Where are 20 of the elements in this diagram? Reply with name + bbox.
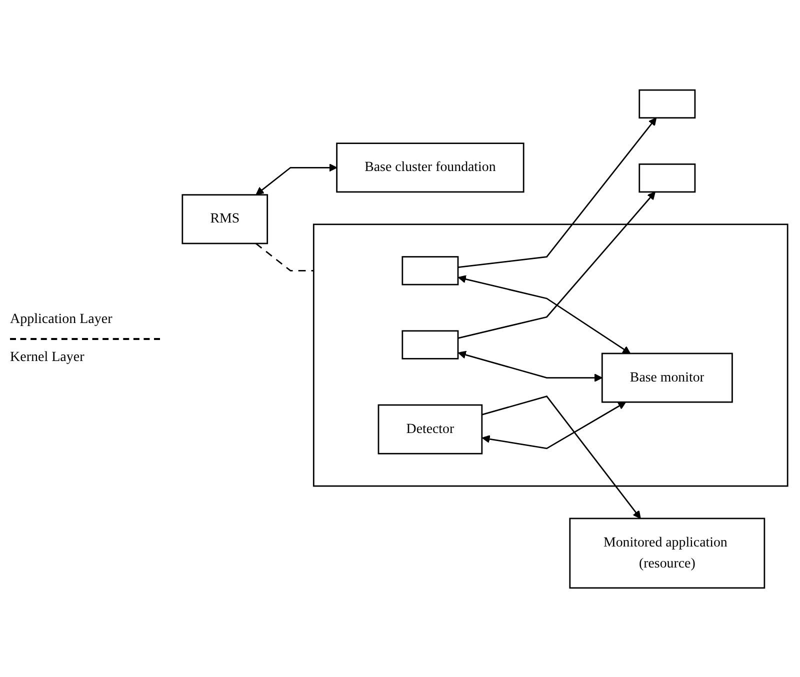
connector <box>255 242 314 271</box>
layer-label: Application Layer <box>10 312 114 328</box>
arrow <box>458 274 631 354</box>
node-box: Base monitor <box>601 352 733 402</box>
node-box <box>638 162 696 192</box>
node-box: Detector <box>378 404 483 454</box>
arrow <box>482 401 626 449</box>
node-box: Base cluster foundation <box>336 142 524 192</box>
arrow <box>458 191 656 338</box>
arrow <box>482 395 641 518</box>
cluster <box>312 223 788 486</box>
node-box: Monitored application (resource) <box>569 517 766 588</box>
layer-label: Kernel Layer <box>10 350 86 366</box>
arrow <box>458 116 657 268</box>
node-box: RMS <box>182 194 268 244</box>
node-box <box>402 330 459 359</box>
arrow <box>256 163 338 194</box>
arrow <box>458 350 602 382</box>
node-box <box>638 88 696 118</box>
node-box <box>402 256 459 285</box>
